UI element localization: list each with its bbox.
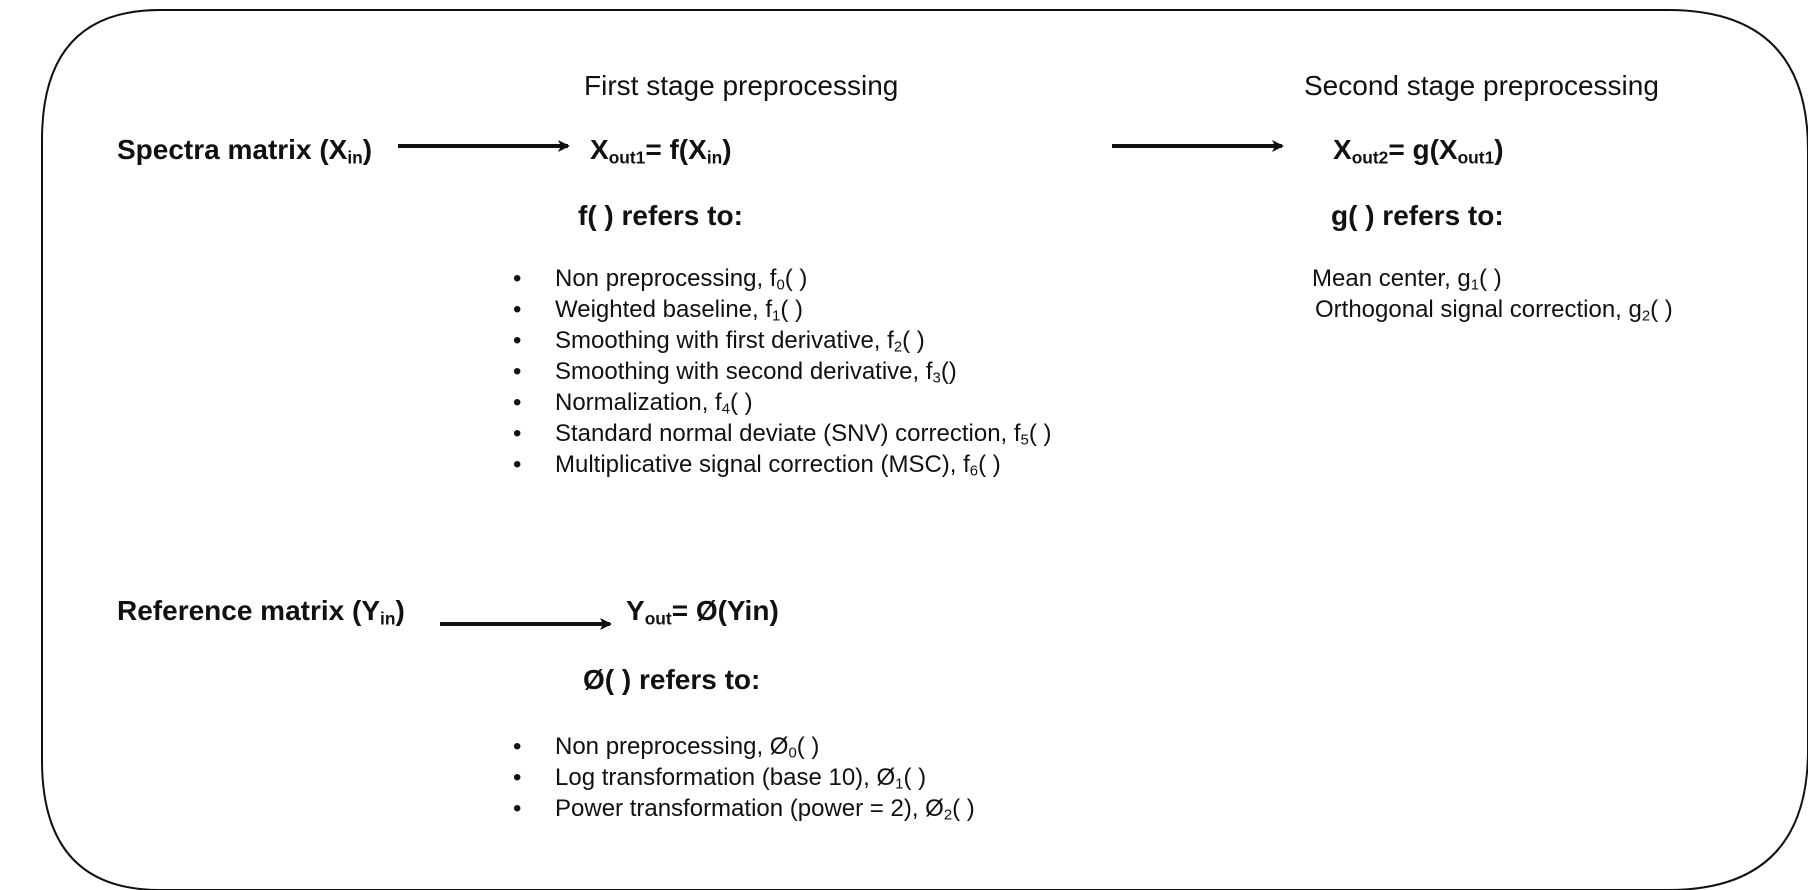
- g-item-tail: ( ): [1479, 265, 1502, 292]
- f-item: Multiplicative signal correction (MSC), …: [513, 449, 1051, 480]
- f-item-sub: 4: [721, 401, 731, 418]
- f-item-tail: ( ): [902, 327, 925, 354]
- xout2-equation: Xout2= g(Xout1): [1333, 134, 1504, 168]
- reference-label-end: ): [395, 595, 405, 626]
- f-item-sub: 5: [1020, 432, 1029, 449]
- g-item-sub: 1: [1470, 277, 1480, 294]
- f-item-sub: 2: [893, 339, 903, 356]
- g-item-text: Mean center, g: [1312, 265, 1471, 292]
- f-item-text: Smoothing with second derivative, f: [555, 358, 933, 385]
- spectra-label-sub: in: [347, 147, 363, 168]
- f-item: Smoothing with first derivative, f2( ): [513, 325, 1051, 356]
- phi-item: Non preprocessing, Ø0( ): [513, 731, 975, 762]
- phi-item: Log transformation (base 10), Ø1( ): [513, 762, 975, 793]
- reference-label-sub: in: [380, 608, 396, 629]
- xout2-end: ): [1494, 134, 1504, 165]
- second-stage-title: Second stage preprocessing: [1304, 70, 1659, 101]
- reference-label-text: Reference matrix (Y: [117, 595, 381, 626]
- xout2-lhs-sub: out2: [1351, 147, 1389, 168]
- spectra-matrix-label: Spectra matrix (Xin): [117, 134, 373, 168]
- f-item: Normalization, f4( ): [513, 387, 1051, 418]
- phi-heading: Ø( ) refers to:: [583, 664, 761, 695]
- xout2-lhs: X: [1333, 134, 1352, 165]
- f-item-tail: ( ): [1028, 420, 1052, 447]
- xout2-mid: = g(X: [1388, 134, 1458, 165]
- yout-rest: = Ø(Yin): [671, 595, 779, 626]
- yout-equation: Yout= Ø(Yin): [626, 595, 779, 629]
- phi-item-text: Power transformation (power = 2), Ø: [555, 795, 944, 822]
- f-item-text: Multiplicative signal correction (MSC), …: [555, 451, 970, 478]
- f-item: Standard normal deviate (SNV) correction…: [513, 418, 1051, 449]
- f-items-list: Non preprocessing, f0( ) Weighted baseli…: [513, 263, 1051, 480]
- f-item: Weighted baseline, f1( ): [513, 294, 1051, 325]
- f-item: Non preprocessing, f0( ): [513, 263, 1051, 294]
- xout1-end: ): [722, 134, 732, 165]
- f-item-sub: 1: [772, 308, 781, 325]
- f-item-text: Standard normal deviate (SNV) correction…: [555, 420, 1021, 447]
- xout2-mid-sub: out1: [1457, 147, 1495, 168]
- g-item-sub: 2: [1641, 308, 1651, 325]
- g-item: Orthogonal signal correction, g2( ): [1312, 294, 1673, 325]
- f-item-sub: 3: [932, 370, 941, 387]
- reference-matrix-label: Reference matrix (Yin): [117, 595, 405, 629]
- xout1-mid-sub: in: [706, 147, 723, 168]
- f-heading: f( ) refers to:: [578, 200, 743, 231]
- f-item-tail: (): [940, 358, 957, 385]
- phi-item: Power transformation (power = 2), Ø2( ): [513, 793, 975, 824]
- f-item-text: Weighted baseline, f: [555, 296, 773, 323]
- f-item-tail: ( ): [784, 265, 808, 292]
- first-stage-title: First stage preprocessing: [584, 70, 899, 101]
- g-items-list: Mean center, g1( ) Orthogonal signal cor…: [1312, 263, 1673, 325]
- f-item-tail: ( ): [978, 451, 1001, 478]
- f-item-tail: ( ): [780, 296, 803, 323]
- phi-item-text: Log transformation (base 10), Ø: [555, 764, 896, 791]
- f-item-text: Non preprocessing, f: [555, 265, 777, 292]
- phi-item-text: Non preprocessing, Ø: [555, 733, 789, 760]
- phi-items-list: Non preprocessing, Ø0( ) Log transformat…: [513, 731, 975, 824]
- spectra-label-end: ): [362, 134, 373, 165]
- xout1-equation: Xout1= f(Xin): [590, 134, 732, 168]
- phi-item-sub: 1: [895, 776, 904, 793]
- xout1-mid: = f(X: [645, 134, 707, 165]
- phi-item-tail: ( ): [796, 733, 820, 760]
- phi-item-tail: ( ): [952, 795, 975, 822]
- f-item-text: Smoothing with first derivative, f: [555, 327, 894, 354]
- phi-item-sub: 0: [788, 745, 797, 762]
- g-item: Mean center, g1( ): [1312, 263, 1673, 294]
- g-heading: g( ) refers to:: [1331, 200, 1504, 231]
- spectra-label-text: Spectra matrix (X: [117, 134, 348, 165]
- g-item-text: Orthogonal signal correction, g: [1315, 296, 1642, 323]
- phi-item-sub: 2: [943, 807, 953, 824]
- yout-lhs: Y: [626, 595, 645, 626]
- g-item-tail: ( ): [1650, 296, 1673, 323]
- xout1-lhs: X: [590, 134, 609, 165]
- f-item-tail: ( ): [730, 389, 753, 416]
- xout1-lhs-sub: out1: [608, 147, 646, 168]
- f-item-sub: 6: [969, 463, 979, 480]
- f-item: Smoothing with second derivative, f3(): [513, 356, 1051, 387]
- f-item-text: Normalization, f: [555, 389, 722, 416]
- yout-lhs-sub: out: [644, 608, 672, 629]
- f-item-sub: 0: [776, 277, 785, 294]
- phi-item-tail: ( ): [903, 764, 927, 791]
